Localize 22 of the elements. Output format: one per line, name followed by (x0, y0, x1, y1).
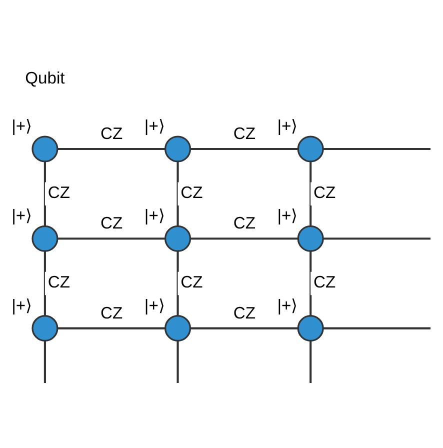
node-label: |+⟩ (12, 206, 33, 226)
node-label: |+⟩ (144, 116, 166, 136)
label: Qubit (25, 68, 65, 88)
node-label: |+⟩ (144, 206, 166, 226)
edge-label: CZ (313, 182, 336, 202)
node-label: |+⟩ (144, 296, 166, 315)
node-label: |+⟩ (277, 296, 298, 315)
node-label: |+⟩ (12, 116, 33, 136)
edge-label: CZ (100, 124, 123, 144)
node-label: |+⟩ (12, 296, 33, 315)
edge-label: CZ (48, 272, 70, 292)
edge-label: CZ (233, 303, 256, 322)
edge-label: CZ (313, 272, 336, 292)
edge-label: CZ (48, 182, 70, 202)
edge-label: CZ (180, 182, 203, 202)
edge-label: CZ (180, 272, 203, 292)
edge-label: CZ (100, 214, 123, 233)
edge-label: CZ (100, 303, 123, 322)
edge-label: CZ (233, 214, 256, 233)
node-label: |+⟩ (277, 116, 298, 136)
node-label: |+⟩ (277, 206, 298, 226)
edge-label: CZ (233, 124, 256, 144)
